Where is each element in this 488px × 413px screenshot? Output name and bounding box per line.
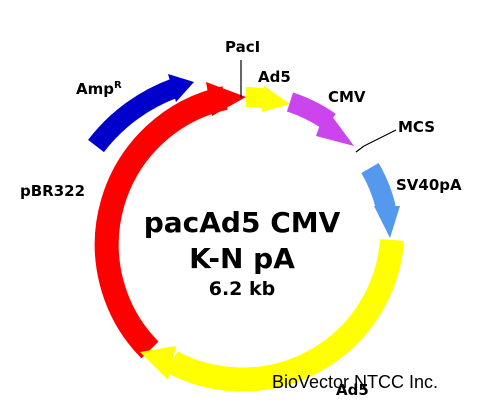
ad5-right-segment [166,239,404,392]
sv40pa-arrowhead [374,206,400,238]
ad5-left-arrowhead [262,86,290,112]
mcs-site-line [355,145,365,153]
pbr322-arrowhead [206,82,246,116]
mcs-label: MCS [398,118,435,136]
mcs-leader-line [363,129,397,147]
pbr322-label: pBR322 [20,182,85,200]
sv40pa-segment [361,162,396,211]
plasmid-size: 6.2 kb [209,278,276,300]
cmv-label: CMV [328,88,366,106]
pbr322-segment [94,86,228,359]
watermark: BioVector NTCC Inc. [272,372,438,392]
ampr-label-main: Amp [76,80,114,98]
plasmid-name-line1: pacAd5 CMV [144,206,341,239]
ad5-right-label: Ad5 [336,381,369,399]
ampr-label: AmpR [76,80,122,98]
ampr-label-sup: R [114,80,122,91]
ad5-right-arrowhead [140,346,176,380]
plasmid-name-line2: K-N pA [189,242,295,275]
ad5-left-label: Ad5 [258,68,291,86]
ampr-arrowhead [168,74,194,102]
ampr-segment [88,78,179,153]
sv40pa-label: SV40pA [396,176,462,194]
paci-label: PacI [225,38,260,56]
cmv-arrowhead [316,108,354,146]
